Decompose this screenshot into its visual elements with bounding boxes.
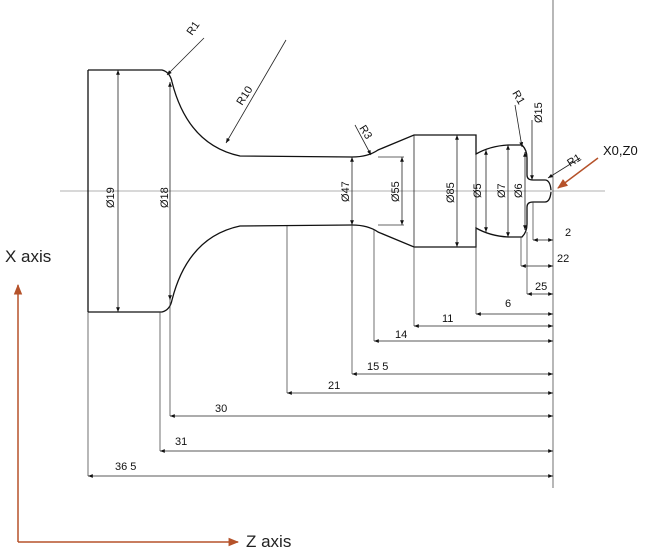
z-axis-label: Z axis xyxy=(246,532,291,551)
dim-d47: Ø47 xyxy=(340,181,352,202)
part-outline xyxy=(87,69,552,313)
dim-d5: Ø5 xyxy=(472,183,484,198)
origin-arrow xyxy=(557,157,599,189)
dim-l11: 11 xyxy=(442,313,453,325)
dim-l14: 14 xyxy=(395,329,407,341)
dim-d18: Ø18 xyxy=(159,187,171,208)
extension-lines xyxy=(87,202,534,476)
radius-leaders xyxy=(166,37,581,179)
dim-d7: Ø7 xyxy=(496,183,508,198)
dim-l21: 21 xyxy=(328,380,340,392)
dim-l2: 2 xyxy=(565,227,571,239)
dim-r1-tip: R1 xyxy=(565,152,583,170)
dim-r1-step: R1 xyxy=(509,89,526,107)
dim-r1-top: R1 xyxy=(185,19,203,37)
length-dims xyxy=(88,238,553,478)
dim-d6: Ø6 xyxy=(513,183,525,198)
x-axis-label: X axis xyxy=(5,247,51,266)
dim-d15: Ø15 xyxy=(533,102,545,123)
dim-l22: 22 xyxy=(557,253,569,265)
dim-d85: Ø85 xyxy=(445,182,457,203)
dim-d19: Ø19 xyxy=(105,187,117,208)
dim-l31: 31 xyxy=(175,436,187,448)
dim-l365: 36 5 xyxy=(115,461,136,473)
dim-l155: 15 5 xyxy=(367,361,388,373)
dim-d55: Ø55 xyxy=(390,181,402,202)
dim-l25: 25 xyxy=(535,281,547,293)
dim-l30: 30 xyxy=(215,403,227,415)
dim-l6: 6 xyxy=(505,298,511,310)
origin-label: X0,Z0 xyxy=(603,143,638,158)
dim-r10: R10 xyxy=(234,84,255,107)
dim-r3: R3 xyxy=(356,123,374,141)
diameter-dims xyxy=(116,70,534,312)
